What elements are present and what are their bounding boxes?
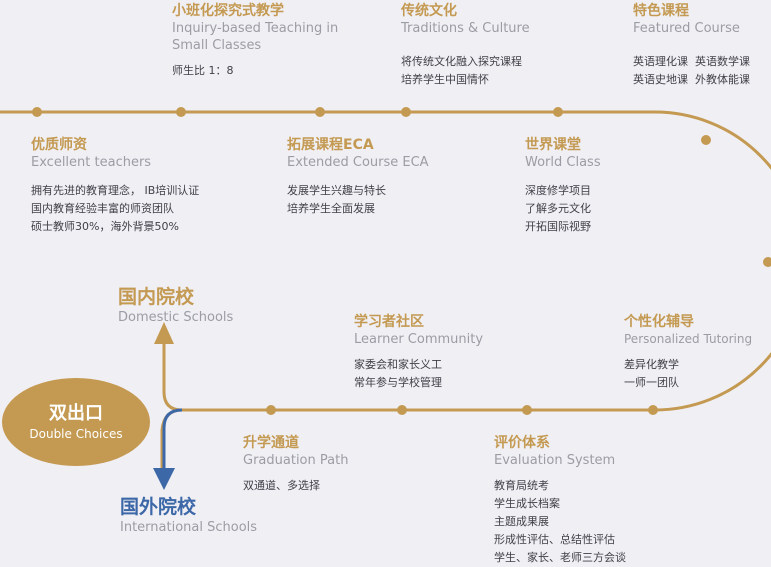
milestone-line: 拥有先进的教育理念， IB培训认证: [31, 184, 200, 197]
milestone-line: 英语理化课 英语数学课: [633, 55, 750, 68]
milestone-subtitle: Learner Community: [354, 332, 484, 347]
international-schools: 国外院校 International Schools: [120, 495, 257, 536]
milestone-line: 培养学生中国情怀: [401, 73, 489, 86]
milestone-subtitle: Featured Course: [633, 21, 740, 36]
badge-subtitle: Double Choices: [29, 427, 123, 441]
milestone-line: 开拓国际视野: [525, 220, 591, 233]
milestone-line: 培养学生全面发展: [287, 202, 375, 215]
milestone-line: 家委会和家长义工: [354, 358, 442, 371]
milestone-subtitle: Extended Course ECA: [287, 155, 429, 170]
milestone-dot: [176, 107, 186, 117]
milestone-title: 小班化探究式教学: [172, 3, 284, 19]
milestone-subtitle: Personalized Tutoring: [624, 332, 753, 346]
double-choices-badge: 双出口 Double Choices: [2, 378, 150, 466]
milestone-line: 双通道、多选择: [243, 479, 320, 492]
domestic-schools-title: 国内院校: [118, 286, 195, 308]
milestone-dot: [701, 135, 711, 145]
milestone-title: 拓展课程ECA: [287, 137, 374, 153]
milestone-line: 教育局统考: [494, 479, 549, 492]
milestone-dot: [32, 107, 42, 117]
milestone-line: 学生成长档案: [494, 497, 560, 510]
milestone-title: 传统文化: [401, 3, 457, 19]
milestone-subtitle: Excellent teachers: [31, 155, 152, 170]
milestone-title: 优质师资: [31, 137, 87, 153]
milestone-line: 师生比 1：8: [172, 64, 234, 77]
arrow-up-icon: [154, 322, 174, 344]
milestone-title: 学习者社区: [354, 314, 424, 330]
milestone-title: 个性化辅导: [624, 314, 694, 330]
milestone-subtitle: Evaluation System: [494, 453, 616, 468]
milestone-title: 特色课程: [633, 3, 689, 19]
milestone-line: 差异化教学: [624, 358, 679, 371]
milestone-line: 学生、家长、老师三方会谈: [494, 551, 626, 564]
milestone-line: 硕士教师30%，海外背景50%: [31, 220, 179, 233]
milestone-dot: [266, 405, 276, 415]
milestone-title: 升学通道: [243, 435, 299, 451]
milestone-extended-course: 拓展课程ECA Extended Course ECA 发展学生兴趣与特长 培养…: [287, 136, 429, 218]
milestone-dot: [401, 107, 411, 117]
milestone-line: 国内教育经验丰富的师资团队: [31, 202, 174, 215]
milestone-featured-course: 特色课程 Featured Course 英语理化课 英语数学课 英语史地课 外…: [633, 2, 750, 89]
domestic-schools-subtitle: Domestic Schools: [118, 310, 234, 325]
milestone-title: 世界课堂: [525, 137, 581, 153]
milestone-line: 形成性评估、总结性评估: [494, 533, 615, 546]
milestone-line: 常年参与学校管理: [354, 376, 442, 389]
milestone-line: 深度修学项目: [525, 184, 591, 197]
milestone-dot: [522, 405, 532, 415]
milestone-line: 将传统文化融入探究课程: [401, 55, 522, 68]
milestone-evaluation-system: 评价体系 Evaluation System 教育局统考 学生成长档案 主题成果…: [494, 434, 626, 567]
milestone-dot: [397, 405, 407, 415]
milestone-subtitle: World Class: [525, 155, 601, 170]
milestone-graduation-path: 升学通道 Graduation Path 双通道、多选择: [243, 434, 348, 495]
milestone-personalized-tutoring: 个性化辅导 Personalized Tutoring 差异化教学 一师一团队: [624, 313, 752, 392]
domestic-schools: 国内院校 Domestic Schools: [118, 285, 233, 326]
domestic-branch-line: [162, 340, 183, 412]
milestone-learner-community: 学习者社区 Learner Community 家委会和家长义工 常年参与学校管…: [354, 313, 483, 392]
milestone-excellent-teachers: 优质师资 Excellent teachers 拥有先进的教育理念， IB培训认…: [31, 136, 199, 236]
international-schools-title: 国外院校: [120, 496, 197, 518]
international-schools-subtitle: International Schools: [120, 520, 258, 535]
badge-title: 双出口: [49, 403, 103, 424]
milestone-dot: [553, 107, 563, 117]
milestone-line: 一师一团队: [624, 376, 679, 389]
milestone-line: 英语史地课 外教体能课: [633, 73, 750, 86]
milestone-title: 评价体系: [494, 435, 550, 451]
milestone-line: 主题成果展: [494, 515, 549, 528]
milestone-line: 了解多元文化: [525, 202, 591, 215]
international-branch-line: [162, 408, 183, 474]
milestone-subtitle: Traditions & Culture: [401, 21, 530, 36]
milestone-line: 发展学生兴趣与特长: [287, 184, 386, 197]
arrow-down-icon: [153, 468, 175, 490]
milestone-dot: [315, 107, 325, 117]
milestone-traditions-culture: 传统文化 Traditions & Culture 将传统文化融入探究课程 培养…: [401, 2, 530, 89]
milestone-subtitle: Inquiry-based Teaching in Small Classes: [172, 21, 339, 53]
milestone-dot: [648, 405, 658, 415]
milestone-subtitle: Graduation Path: [243, 453, 349, 468]
milestone-dot: [763, 257, 771, 267]
milestone-world-class: 世界课堂 World Class 深度修学项目 了解多元文化 开拓国际视野: [525, 136, 601, 236]
milestone-inquiry-teaching: 小班化探究式教学 Inquiry-based Teaching in Small…: [172, 2, 352, 80]
